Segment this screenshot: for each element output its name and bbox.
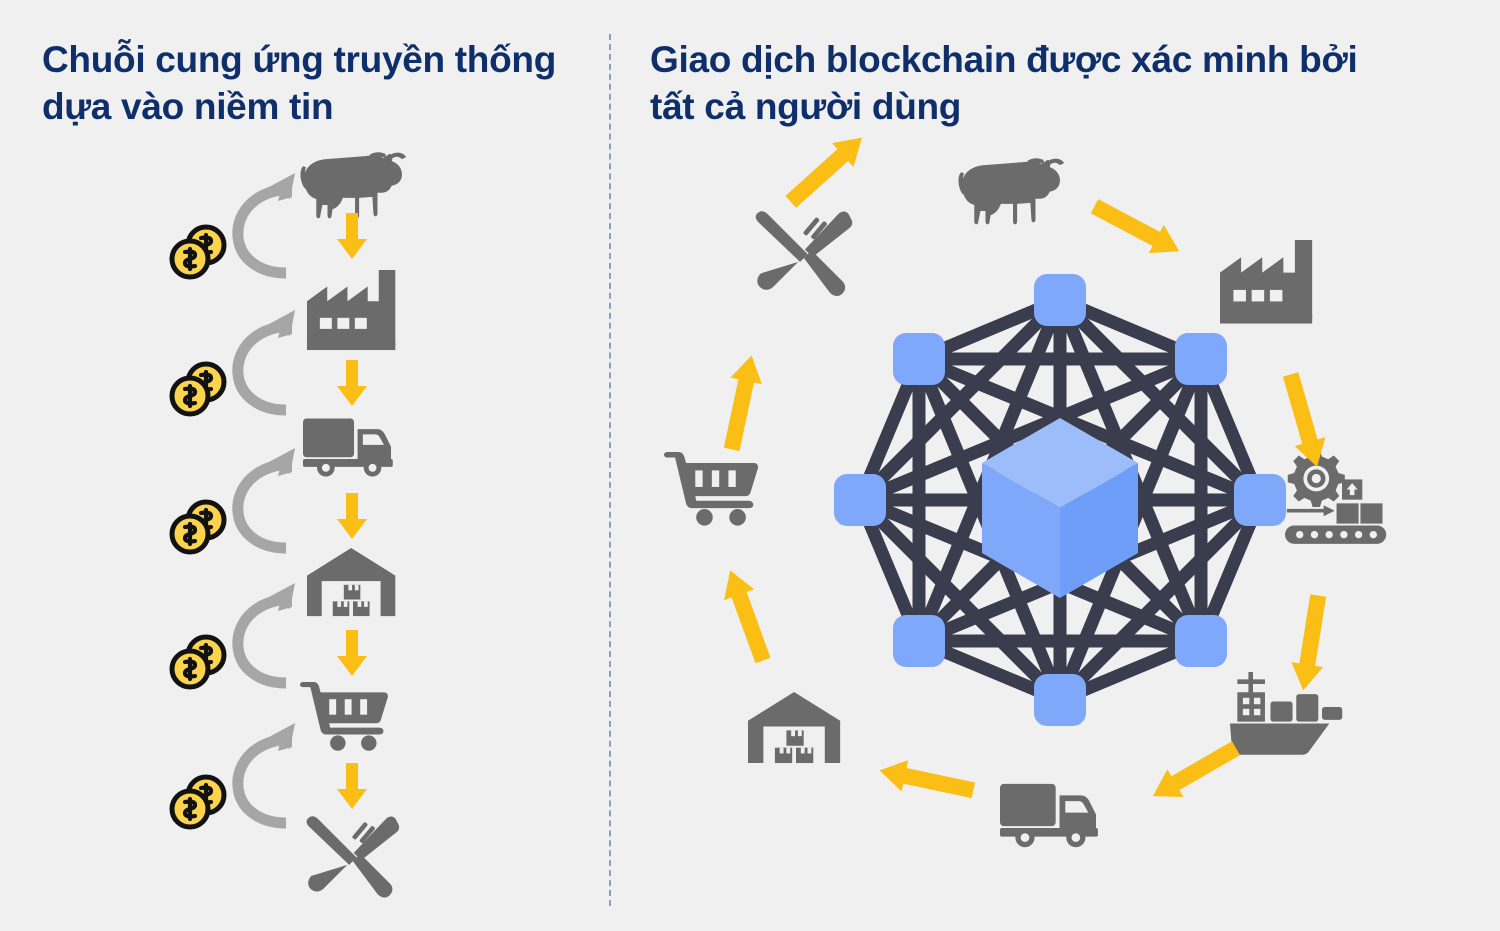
trust-arrow-1	[238, 173, 295, 273]
ring-icon-cow	[958, 158, 1065, 225]
payment-coins-2	[172, 364, 224, 414]
trust-arrow-4	[238, 583, 295, 683]
ring-icon-warehouse	[748, 692, 841, 764]
chain-icon-shopping-cart	[300, 682, 388, 751]
chain-arrow-2	[337, 360, 367, 406]
payment-coins-3	[172, 502, 224, 552]
left-panel-title: Chuỗi cung ứng truyền thống dựa vào niềm…	[42, 39, 557, 128]
chain-icon-truck	[303, 418, 393, 477]
ring-icon-production-line	[1285, 450, 1387, 544]
chain-icon-cutlery	[306, 816, 400, 898]
right-panel-title: Giao dịch blockchain được xác minh bởi t…	[650, 39, 1358, 128]
ring-icon-cargo-ship	[1230, 672, 1343, 755]
network-node-icon[interactable]	[834, 474, 886, 526]
payment-coins-4	[172, 637, 224, 687]
panel-divider	[609, 34, 611, 906]
ring-arrow-warehouse-to-cart	[715, 564, 779, 666]
network-node-icon[interactable]	[893, 615, 945, 667]
ring-arrow-cutlery-to-cow	[780, 125, 873, 214]
ring-arrow-production-to-ship	[1287, 592, 1334, 693]
ring-arrow-truck-to-warehouse	[876, 754, 977, 806]
ring-arrow-cart-to-cutlery	[716, 352, 768, 453]
chain-arrow-3	[337, 493, 367, 539]
ring-arrow-cow-to-factory	[1086, 192, 1187, 266]
chain-icon-cow	[300, 152, 407, 219]
chain-arrow-5	[337, 763, 367, 809]
chain-icon-warehouse	[307, 548, 396, 617]
ring-arrow-factory-to-production	[1275, 370, 1333, 472]
blockchain-cube-icon	[982, 418, 1138, 598]
blockchain-network-diagram	[620, 125, 1500, 930]
traditional-supply-chain-diagram	[0, 130, 600, 930]
payment-coins-1	[172, 227, 224, 277]
trust-arrow-3	[238, 448, 295, 548]
network-node-icon[interactable]	[1175, 333, 1227, 385]
network-node-icon[interactable]	[893, 333, 945, 385]
trust-arrow-2	[238, 310, 295, 410]
chain-arrow-1	[337, 213, 367, 259]
chain-icon-factory	[307, 270, 396, 351]
network-node-icon[interactable]	[1175, 615, 1227, 667]
ring-icon-cutlery	[755, 211, 853, 297]
trust-arrow-5	[238, 723, 295, 823]
payment-coins-5	[172, 777, 224, 827]
network-node-icon[interactable]	[1034, 674, 1086, 726]
ring-icon-factory	[1220, 240, 1313, 324]
network-node-icon[interactable]	[1034, 274, 1086, 326]
chain-arrow-4	[337, 630, 367, 676]
ring-icon-truck	[1000, 783, 1098, 848]
ring-icon-shopping-cart	[664, 452, 759, 526]
network-nodes	[834, 274, 1286, 726]
ring-arrow-ship-to-truck	[1144, 734, 1244, 810]
network-node-icon[interactable]	[1234, 474, 1286, 526]
